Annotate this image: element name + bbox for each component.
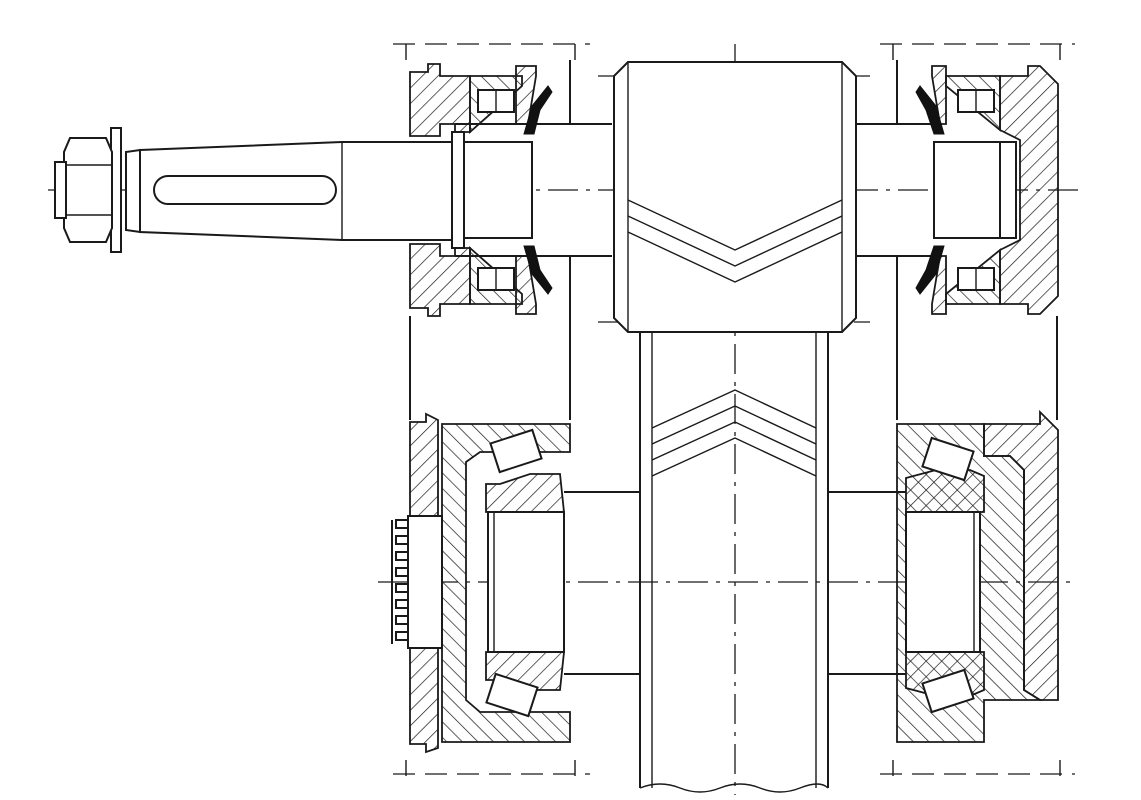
input-bearing-left [409, 63, 553, 317]
input-bearing-right [915, 65, 1059, 315]
output-gear-herringbone [639, 332, 829, 793]
input-shaft [54, 123, 935, 257]
break-line [639, 783, 829, 793]
output-bearing-right [896, 409, 1059, 743]
spline-teeth [395, 519, 408, 641]
shaft-nut [63, 137, 113, 243]
keyway [153, 175, 337, 205]
lip-seal-bottom-left [523, 245, 553, 295]
shaft-end-stud [54, 161, 67, 219]
output-bearing-left [391, 412, 571, 754]
lip-seal-bottom-right [915, 245, 945, 295]
lip-seal-top-left [523, 85, 553, 135]
pinion-gear-herringbone [613, 61, 857, 333]
spline-coupling [407, 515, 443, 649]
lip-seal-top-right [915, 85, 945, 135]
output-shaft [564, 491, 906, 675]
housing [409, 60, 1058, 420]
